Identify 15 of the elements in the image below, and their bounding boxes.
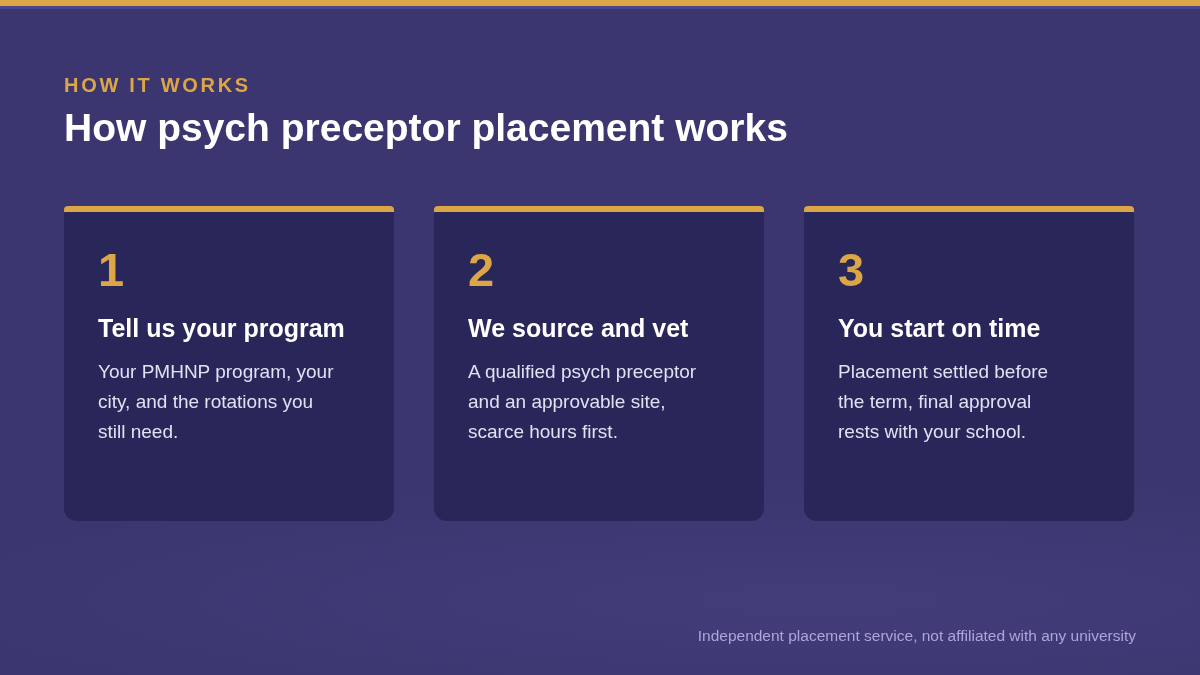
step-heading: We source and vet — [468, 313, 689, 343]
step-number: 1 — [98, 245, 125, 295]
step-description: A qualified psych preceptor and an approvable site, scarce hours first. — [468, 360, 698, 444]
step-card — [804, 206, 1134, 521]
slide-title: How psych preceptor placement works — [64, 105, 788, 151]
section-eyebrow: HOW IT WORKS — [64, 73, 251, 97]
step-card — [434, 206, 764, 521]
step-description: Your PMHNP program, your city, and the rotations you still need. — [98, 360, 335, 444]
disclaimer-note: Independent placement service, not affiliated with any university — [697, 626, 1136, 646]
step-heading: You start on time — [838, 313, 1041, 343]
step-heading: Tell us your program — [98, 313, 345, 343]
step-number: 2 — [468, 245, 495, 295]
step-number: 3 — [838, 245, 865, 295]
step-card — [64, 206, 394, 521]
step-description: Placement settled before the term, final approval rests with your school. — [838, 360, 1050, 444]
